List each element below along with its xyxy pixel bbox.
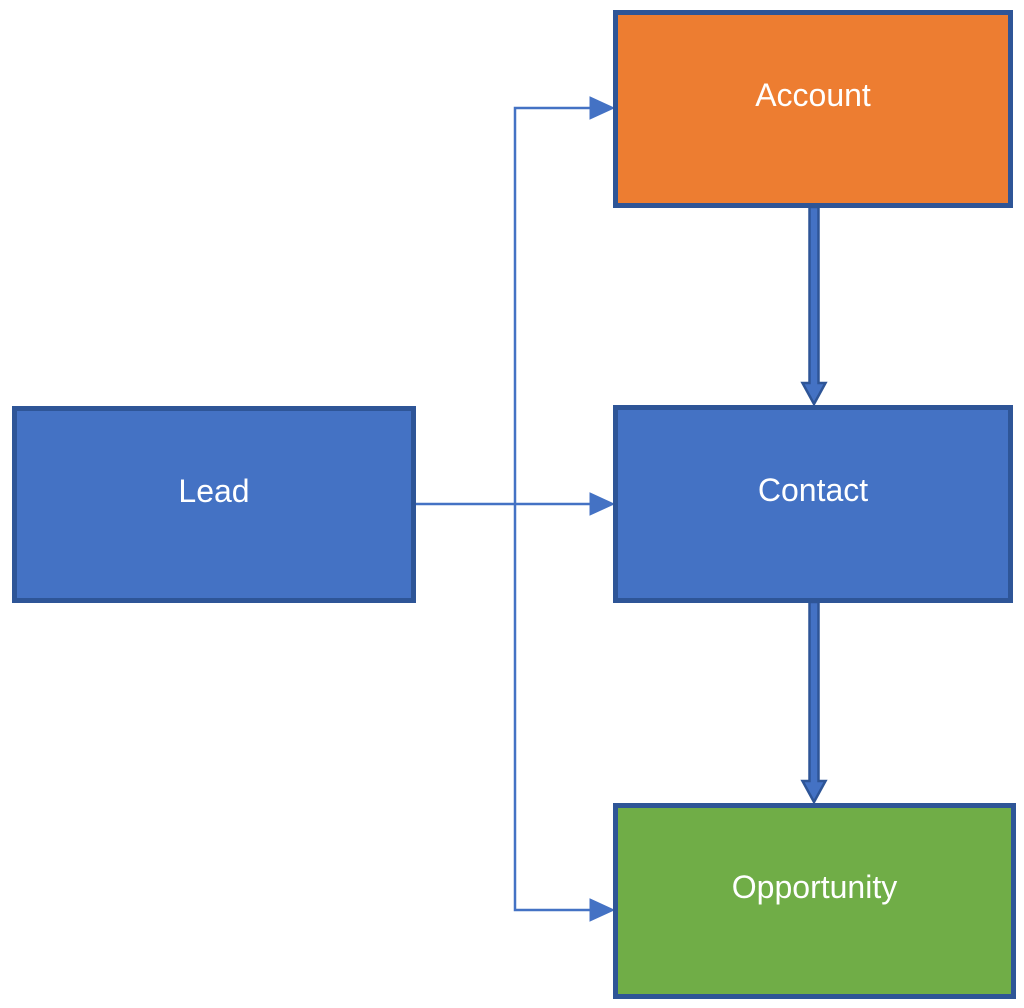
node-lead: Lead — [12, 406, 416, 603]
edge-contact-opportunity-arrow — [800, 600, 828, 805]
arrowhead-lead-account — [589, 96, 616, 120]
node-contact-label: Contact — [757, 472, 869, 508]
node-opportunity: Opportunity — [613, 803, 1016, 999]
edge-lead-branch-line — [513, 106, 592, 912]
edge-account-contact-arrow — [800, 205, 828, 407]
node-account: Account — [613, 10, 1013, 208]
node-opportunity-label: Opportunity — [731, 869, 898, 905]
arrowhead-lead-contact — [589, 492, 616, 516]
node-lead-label: Lead — [178, 472, 250, 509]
node-account-label: Account — [755, 77, 871, 113]
arrowhead-lead-opportunity — [589, 898, 616, 922]
node-contact: Contact — [613, 405, 1013, 603]
